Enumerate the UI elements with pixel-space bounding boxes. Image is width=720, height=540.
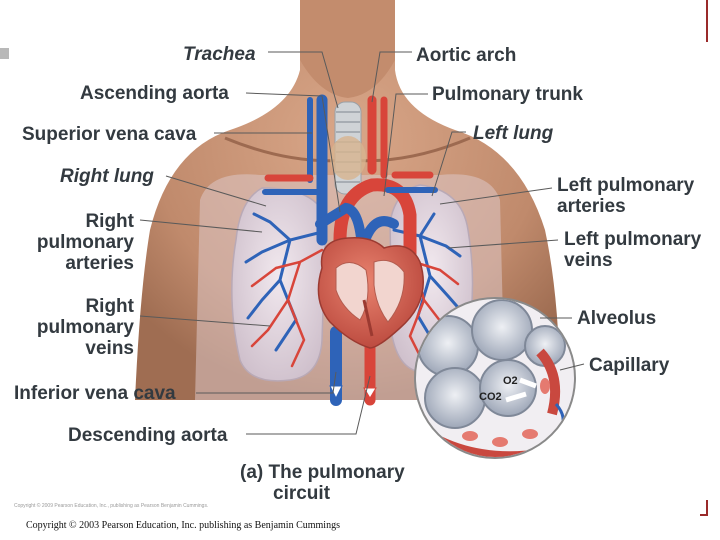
label-pulmonary-trunk: Pulmonary trunk — [432, 84, 583, 105]
caption-line1: The pulmonary — [268, 462, 405, 483]
label-left-pulmonary-arteries: Left pulmonary arteries — [557, 175, 694, 217]
caption-line2: circuit — [273, 483, 331, 504]
label-left-pulmonary-arteries-line1: Left pulmonary — [557, 175, 695, 196]
trachea-shape — [330, 101, 366, 195]
label-right-lung: Right lung — [60, 166, 154, 187]
label-superior-vena-cava: Superior vena cava — [22, 124, 197, 145]
figure-caption: (a) The pulmonary circuit — [240, 462, 405, 504]
label-ascending-aorta: Ascending aorta — [80, 83, 229, 104]
right-lung-shape — [231, 187, 327, 382]
label-right-pulmonary-arteries: Right pulmonary arteries — [22, 211, 134, 274]
right-lung-vessels — [244, 212, 324, 368]
label-right-pulmonary-veins-line3: veins — [85, 338, 134, 359]
corner-mark-bottom-h — [700, 514, 708, 516]
label-left-lung: Left lung — [473, 123, 554, 144]
slide-marker — [0, 48, 9, 59]
alveolus-inset — [414, 297, 576, 459]
label-right-pulmonary-arteries-line2: pulmonary — [36, 232, 134, 253]
label-right-pulmonary-veins-line2: pulmonary — [36, 317, 134, 338]
great-vessels — [262, 94, 438, 406]
label-left-pulmonary-veins: Left pulmonary veins — [564, 229, 701, 271]
label-right-pulmonary-veins-line1: Right — [85, 296, 134, 317]
label-trachea: Trachea — [183, 44, 256, 65]
corner-mark-bottom — [706, 500, 708, 516]
label-co2: CO2 — [479, 391, 502, 403]
corner-mark-top — [706, 0, 708, 42]
label-aortic-arch: Aortic arch — [416, 45, 517, 66]
label-right-pulmonary-arteries-line1: Right — [85, 211, 134, 232]
caption-prefix: (a) — [240, 462, 264, 483]
heart-shape — [317, 236, 424, 349]
label-left-pulmonary-veins-line2: veins — [564, 250, 613, 271]
label-inferior-vena-cava: Inferior vena cava — [14, 383, 176, 404]
leader-lines — [139, 51, 585, 435]
label-left-pulmonary-arteries-line2: arteries — [557, 196, 626, 217]
label-right-pulmonary-arteries-line3: arteries — [65, 253, 134, 274]
label-descending-aorta: Descending aorta — [68, 425, 228, 446]
label-left-pulmonary-veins-line1: Left pulmonary — [564, 229, 702, 250]
label-alveolus: Alveolus — [577, 308, 657, 329]
label-o2: O2 — [503, 375, 518, 387]
label-capillary: Capillary — [589, 355, 670, 376]
copyright-small: Copyright © 2009 Pearson Education, Inc.… — [14, 503, 209, 509]
label-right-pulmonary-veins: Right pulmonary veins — [22, 296, 134, 359]
copyright-notice: Copyright © 2003 Pearson Education, Inc.… — [26, 520, 340, 531]
